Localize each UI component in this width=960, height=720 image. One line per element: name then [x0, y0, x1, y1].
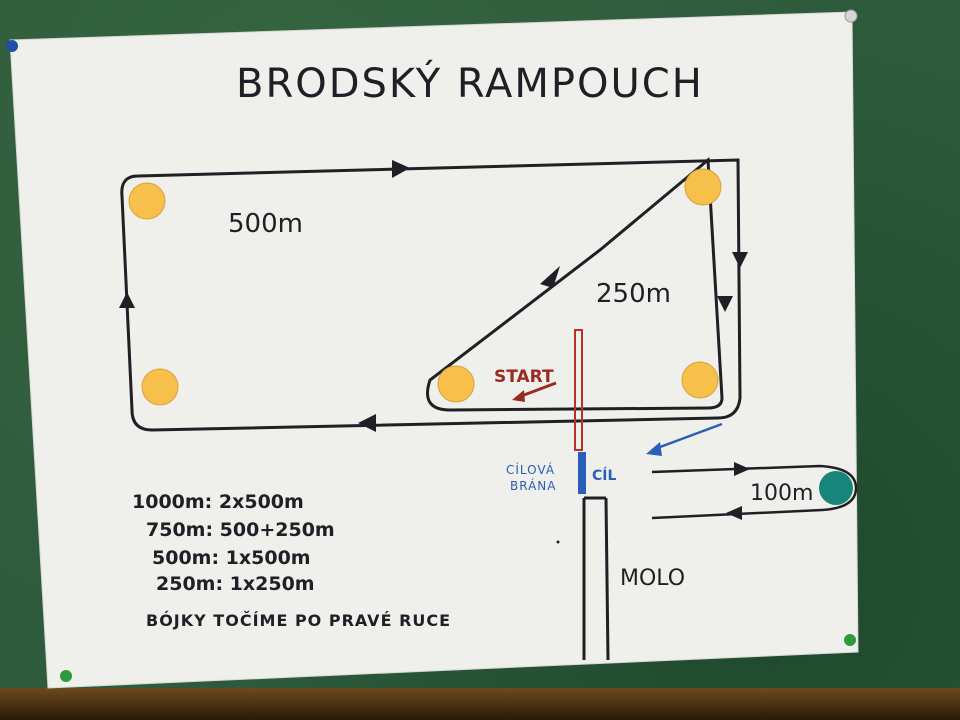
legend-line: 500m: 1x500m [152, 547, 311, 569]
buoy-icon [684, 168, 722, 206]
gate-label-line1: CÍLOVÁ [506, 462, 555, 477]
arrow-left-icon [358, 414, 376, 432]
finish-arrow-icon [651, 422, 723, 452]
label-500m: 500m [228, 209, 303, 239]
arrow-up-icon [119, 292, 135, 308]
distance-legend: 1000m: 2x500m 750m: 500+250m 500m: 1x500… [132, 491, 335, 595]
buoy-icon [128, 182, 166, 220]
arrow-down-icon [732, 252, 748, 268]
start-line [574, 329, 583, 451]
course-250m-loop [426, 156, 724, 412]
pin-green-icon [60, 670, 72, 682]
pier-label: MOLO [620, 566, 685, 591]
buoy-icon [141, 368, 179, 406]
finish-gate [578, 452, 586, 494]
direction-arrows [119, 160, 748, 432]
arrow-right-icon [392, 160, 410, 178]
arrow-right-icon [734, 462, 750, 476]
gate-label-line2: BRÁNA [510, 478, 556, 493]
buoy-icon [681, 361, 719, 399]
buoy-rule-note: BÓJKY TOČÍME PO PRAVÉ RUCE [146, 611, 451, 630]
poster-title: BRODSKÝ RAMPOUCH [236, 59, 704, 107]
wooden-frame [0, 688, 960, 720]
course-100m-loop [651, 464, 858, 520]
legend-line: 250m: 1x250m [156, 573, 315, 595]
course-500m-loop [120, 158, 742, 432]
pier-outline [582, 496, 610, 661]
pin-blue-icon [6, 40, 18, 52]
sprint-buoy-icon [819, 471, 853, 505]
finish-arrowhead-icon [646, 442, 662, 456]
start-arrowhead-icon [512, 390, 525, 402]
legend-line: 1000m: 2x500m [132, 491, 304, 513]
buoy-icon [437, 365, 475, 403]
finish-label: CÍL [592, 467, 616, 484]
label-100m: 100m [750, 481, 813, 506]
arrow-down-icon [717, 296, 733, 312]
paper-sheet [9, 11, 859, 689]
pin-green-icon [844, 634, 856, 646]
pen-dot [556, 540, 560, 544]
pin-white-icon [844, 9, 858, 23]
legend-line: 750m: 500+250m [146, 519, 335, 541]
buoys [128, 168, 722, 406]
label-250m: 250m [596, 279, 671, 309]
arrow-left-icon [726, 506, 742, 520]
start-label: START [494, 367, 554, 387]
arrow-diag-icon [540, 266, 560, 288]
